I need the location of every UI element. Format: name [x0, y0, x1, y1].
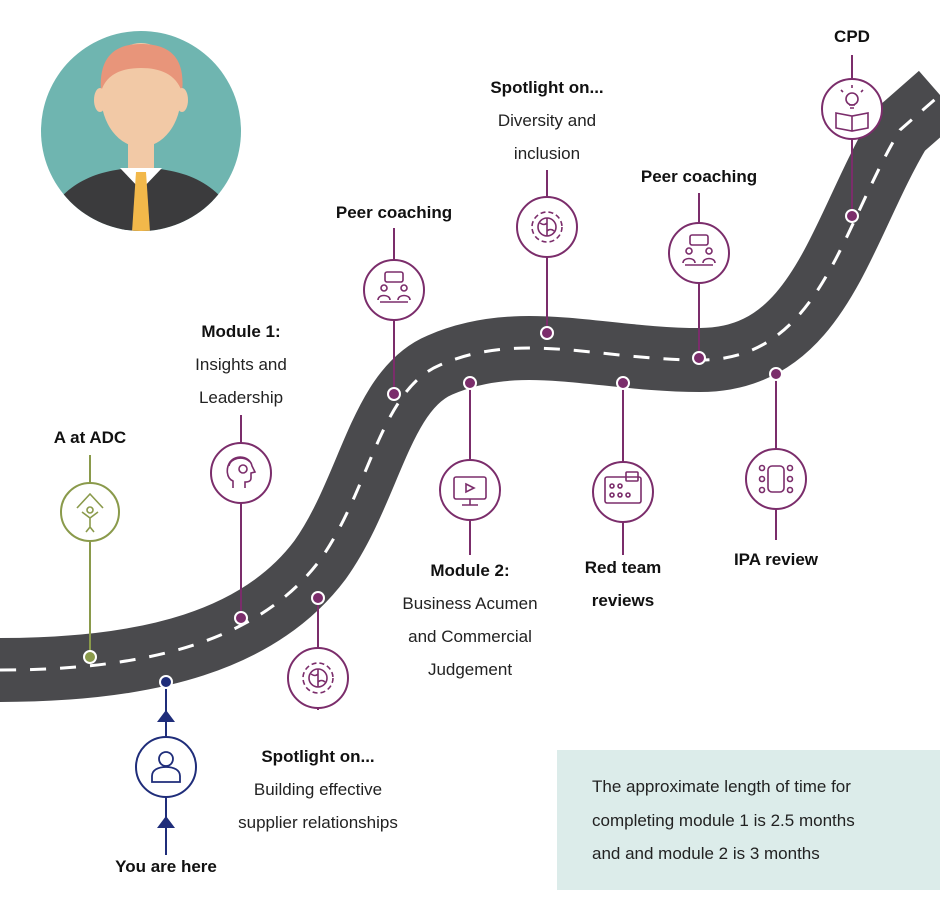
- milestone-a-at-adc[interactable]: [60, 455, 120, 664]
- meeting-table-icon: [377, 271, 411, 303]
- milestone-subtitle: reviews: [591, 591, 655, 610]
- milestone-subtitle: Diversity and: [497, 111, 597, 130]
- milestone-title: A at ADC: [53, 428, 127, 447]
- person-celebrating-house-icon: [76, 492, 104, 533]
- note-line: and and module 2 is 3 months: [592, 844, 820, 863]
- milestone-subtitle: Building effective: [253, 780, 383, 799]
- milestone-subtitle: and Commercial: [408, 627, 532, 646]
- milestone-ipa-review[interactable]: [745, 367, 807, 540]
- avatar: [41, 31, 241, 231]
- milestone-title: Peer coaching: [640, 167, 758, 186]
- milestone-spotlight-1[interactable]: [287, 591, 349, 710]
- duration-note: The approximate length of time for compl…: [557, 750, 940, 890]
- label-cpd: CPD: [812, 20, 892, 53]
- label-module-1: Module 1: Insights and Leadership: [176, 315, 306, 414]
- label-peer-coaching-1: Peer coaching: [324, 196, 464, 229]
- conference-table-icon: [758, 464, 794, 494]
- milestone-cpd[interactable]: [821, 55, 883, 223]
- note-line: The approximate length of time for: [592, 777, 851, 796]
- milestone-subtitle: supplier relationships: [238, 813, 398, 832]
- brain-gear-icon: [302, 662, 334, 694]
- milestone-module-1[interactable]: [210, 415, 272, 625]
- label-module-2: Module 2: Business Acumen and Commercial…: [385, 554, 555, 686]
- label-peer-coaching-2: Peer coaching: [629, 160, 769, 193]
- note-line: completing module 1 is 2.5 months: [592, 811, 855, 830]
- milestone-title: Red team: [584, 558, 662, 577]
- milestone-title: Spotlight on...: [490, 78, 604, 97]
- milestone-peer-coaching-2[interactable]: [668, 193, 730, 365]
- you-are-here-marker[interactable]: [135, 675, 197, 855]
- video-presentation-icon: [453, 476, 487, 506]
- person-icon: [151, 751, 181, 783]
- label-red-team: Red team reviews: [568, 551, 678, 617]
- milestone-subtitle: Insights and: [195, 355, 287, 374]
- you-are-here-label: You are here: [115, 857, 217, 876]
- milestone-title: Peer coaching: [335, 203, 453, 222]
- milestone-title: Spotlight on...: [261, 747, 375, 766]
- milestone-subtitle: Leadership: [198, 388, 284, 407]
- book-lightbulb-icon: [835, 85, 869, 132]
- head-with-headset-icon: [226, 456, 257, 488]
- label-you-are-here: You are here: [96, 850, 236, 883]
- label-spotlight-1: Spotlight on... Building effective suppl…: [218, 740, 418, 839]
- milestone-title: Module 1:: [201, 322, 281, 341]
- meeting-table-icon: [682, 234, 716, 266]
- milestone-spotlight-2[interactable]: [516, 170, 578, 340]
- audience-screen-icon: [604, 471, 642, 504]
- milestone-title: CPD: [834, 27, 870, 46]
- milestone-subtitle: Judgement: [427, 660, 513, 679]
- label-ipa-review: IPA review: [716, 543, 836, 576]
- label-a-at-adc: A at ADC: [40, 421, 140, 454]
- label-spotlight-2: Spotlight on... Diversity and inclusion: [472, 71, 622, 170]
- brain-gear-icon: [531, 211, 563, 243]
- milestone-title: Module 2:: [430, 561, 510, 580]
- milestone-module-2[interactable]: [439, 376, 501, 555]
- road-center-line: [0, 93, 940, 672]
- milestone-peer-coaching-1[interactable]: [363, 228, 425, 401]
- milestone-red-team[interactable]: [592, 376, 654, 555]
- milestone-title: IPA review: [733, 550, 819, 569]
- milestone-subtitle: Business Acumen: [402, 594, 538, 613]
- milestone-subtitle: inclusion: [513, 144, 581, 163]
